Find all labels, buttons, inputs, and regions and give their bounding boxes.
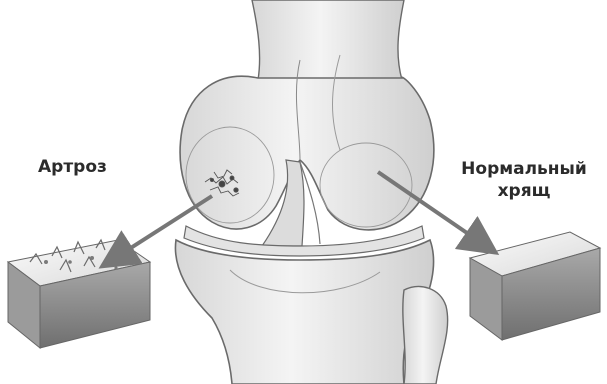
normal-cartilage-sample — [470, 232, 600, 340]
normal-cartilage-label-line2: хрящ — [444, 180, 604, 202]
normal-cartilage-label: Нормальный хрящ — [444, 158, 604, 202]
arthrosis-cartilage-sample — [8, 240, 150, 348]
tibia — [175, 240, 433, 384]
meniscus — [184, 226, 424, 256]
fibula — [403, 287, 448, 384]
femur-shaft — [252, 0, 404, 80]
normal-cartilage-label-line1: Нормальный — [444, 158, 604, 180]
arthrosis-label: Артроз — [38, 156, 107, 178]
